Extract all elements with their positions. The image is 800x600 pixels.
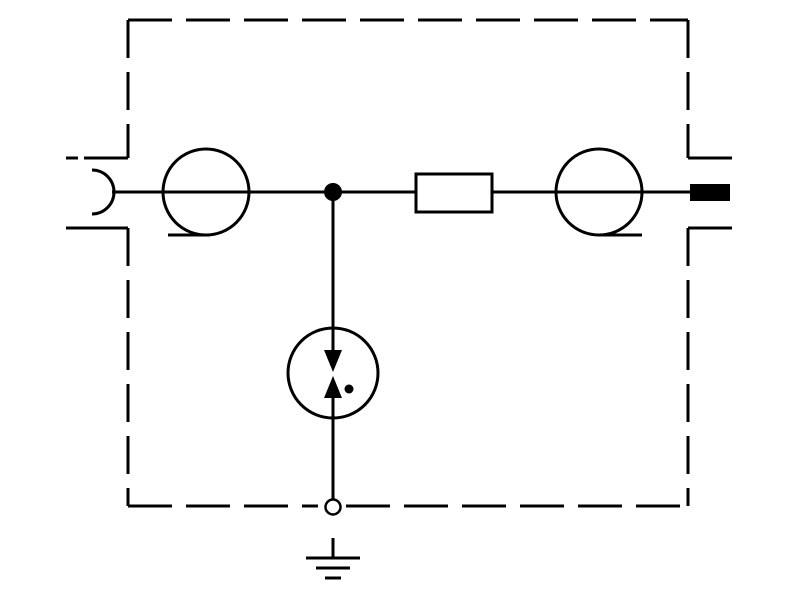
gas-discharge-arrester-icon [286, 326, 380, 420]
resistor-icon [414, 172, 494, 214]
coaxial-transition-icon [161, 147, 251, 237]
male-plug-icon [690, 184, 730, 201]
ground-icon [306, 538, 360, 580]
enclosure-outline [66, 18, 732, 508]
terminal-circle-icon [324, 498, 342, 516]
female-socket-icon [91, 168, 116, 216]
coaxial-transition-icon [554, 147, 644, 237]
